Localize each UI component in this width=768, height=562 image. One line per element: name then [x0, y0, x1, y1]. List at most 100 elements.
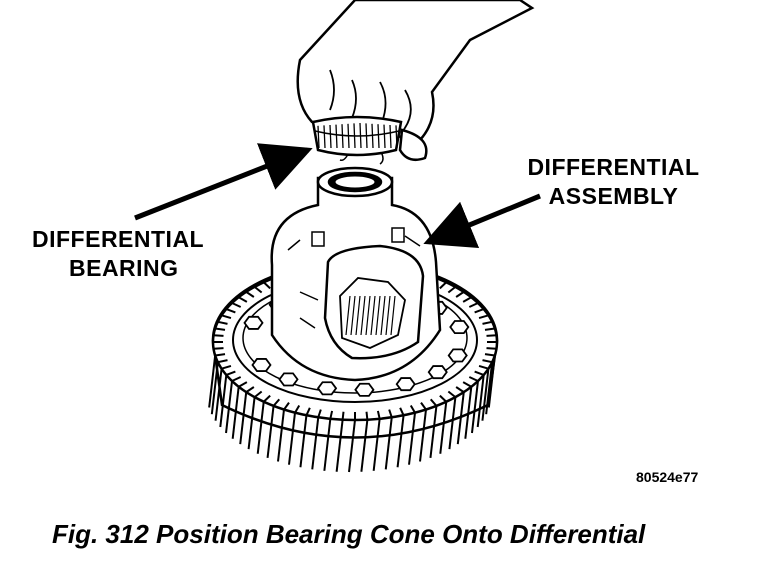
gear-tooth: [263, 281, 271, 290]
gear-tooth: [365, 411, 369, 420]
gear-tooth-face: [464, 386, 473, 439]
gear-tooth: [468, 376, 479, 382]
figure-code: 80524e77: [636, 469, 699, 485]
gear-tooth: [484, 353, 495, 357]
gear-tooth: [294, 404, 301, 414]
gear-tooth-face: [419, 409, 427, 462]
gear-tooth: [478, 314, 489, 320]
gear-tooth-face: [266, 405, 275, 459]
gear-tooth-face: [299, 415, 308, 468]
gear-tooth: [217, 320, 228, 325]
bearing-roller: [329, 124, 332, 149]
gear-tooth-face: [360, 419, 369, 472]
gear-tooth-face: [487, 355, 496, 408]
gear-tooth-face: [256, 401, 265, 454]
gear-tooth: [317, 409, 322, 418]
bearing-roller: [395, 125, 398, 149]
assembly-leader-arrow: [423, 193, 541, 249]
pinion-tooth: [365, 295, 371, 336]
bolt-head-icon: [316, 381, 338, 396]
gear-tooth: [341, 411, 345, 420]
gear-tooth-face: [429, 405, 438, 459]
gear-tooth: [429, 398, 438, 407]
gear-tooth: [399, 407, 405, 416]
pinion-tooth: [390, 295, 396, 336]
bolt-head-icon: [251, 358, 272, 372]
gear-tooth: [231, 302, 242, 308]
gear-tooth: [447, 286, 457, 294]
gear-tooth: [388, 409, 393, 418]
differential-assembly-icon: [270, 166, 442, 382]
gear-tooth: [484, 327, 495, 331]
gear-tooth: [376, 410, 381, 420]
gear-tooth-face: [348, 419, 356, 473]
gear-tooth-face: [470, 380, 479, 434]
bolt-head-icon: [427, 365, 448, 380]
gear-tooth-face: [323, 418, 332, 471]
gear-tooth: [420, 402, 427, 411]
gear-tooth: [245, 291, 255, 298]
gear-tooth: [447, 390, 457, 398]
gear-tooth-face: [384, 417, 393, 470]
pinion-tooth: [370, 295, 376, 336]
gear-tooth: [439, 394, 447, 403]
figure-caption: Fig. 312 Position Bearing Cone Onto Diff…: [52, 519, 646, 549]
gear-tooth: [272, 398, 281, 407]
gear-tooth-face: [210, 362, 219, 415]
bearing-roller: [317, 125, 320, 149]
gear-tooth: [462, 381, 472, 388]
label-line: DIFFERENTIAL: [32, 226, 205, 252]
gear-tooth: [221, 364, 232, 370]
gear-tooth: [486, 334, 497, 337]
gear-tooth: [439, 281, 447, 290]
gear-tooth-face: [372, 418, 381, 471]
gear-tooth: [474, 370, 485, 376]
gear-tooth: [225, 308, 236, 314]
gear-tooth: [409, 404, 416, 414]
bearing-cone-icon: [311, 115, 403, 157]
gear-tooth: [245, 386, 255, 393]
gear-tooth-face: [396, 415, 405, 468]
gear-tooth: [329, 410, 334, 420]
pinion-tooth: [385, 295, 391, 336]
gear-tooth: [215, 353, 226, 357]
gear-tooth: [238, 296, 248, 303]
pinion-tooth: [345, 295, 351, 336]
differential-assembly-label: DIFFERENTIAL ASSEMBLY: [511, 153, 716, 211]
gear-tooth-face: [208, 355, 217, 408]
pinion-tooth: [375, 295, 381, 336]
gear-tooth-face: [448, 397, 457, 450]
label-line: BEARING: [69, 255, 179, 281]
bearing-roller: [389, 124, 392, 149]
gear-tooth-face: [287, 412, 296, 465]
bearing-roller: [323, 125, 326, 149]
bearing-roller: [335, 124, 338, 149]
gear-tooth: [263, 394, 271, 403]
gear-tooth-face: [239, 392, 248, 445]
gear-tooth-face: [219, 374, 228, 428]
bearing-roller: [377, 124, 380, 149]
gear-tooth: [478, 364, 489, 370]
differential-bearing-label: DIFFERENTIAL BEARING: [32, 225, 204, 283]
bearing-leader-arrow: [134, 143, 313, 221]
bolt-head-icon: [243, 315, 264, 330]
gear-tooth: [253, 286, 263, 294]
gear-tooth-face: [456, 392, 465, 445]
gear-tooth: [462, 296, 472, 303]
gear-tooth: [468, 302, 479, 308]
gear-tooth: [482, 320, 493, 325]
pinion-tooth: [350, 295, 356, 336]
hand-icon: [296, 0, 535, 165]
gear-tooth-face: [481, 368, 490, 421]
gear-tooth: [231, 376, 242, 382]
gear-tooth-face: [247, 397, 256, 450]
gear-tooth: [474, 308, 485, 314]
gear-tooth-face: [485, 362, 494, 415]
gear-tooth: [305, 407, 311, 416]
bolt-head-icon: [447, 348, 468, 363]
gear-tooth: [486, 347, 497, 350]
gear-tooth-face: [277, 409, 285, 462]
pinion-tooth: [355, 295, 361, 336]
gear-tooth-face: [476, 374, 485, 428]
